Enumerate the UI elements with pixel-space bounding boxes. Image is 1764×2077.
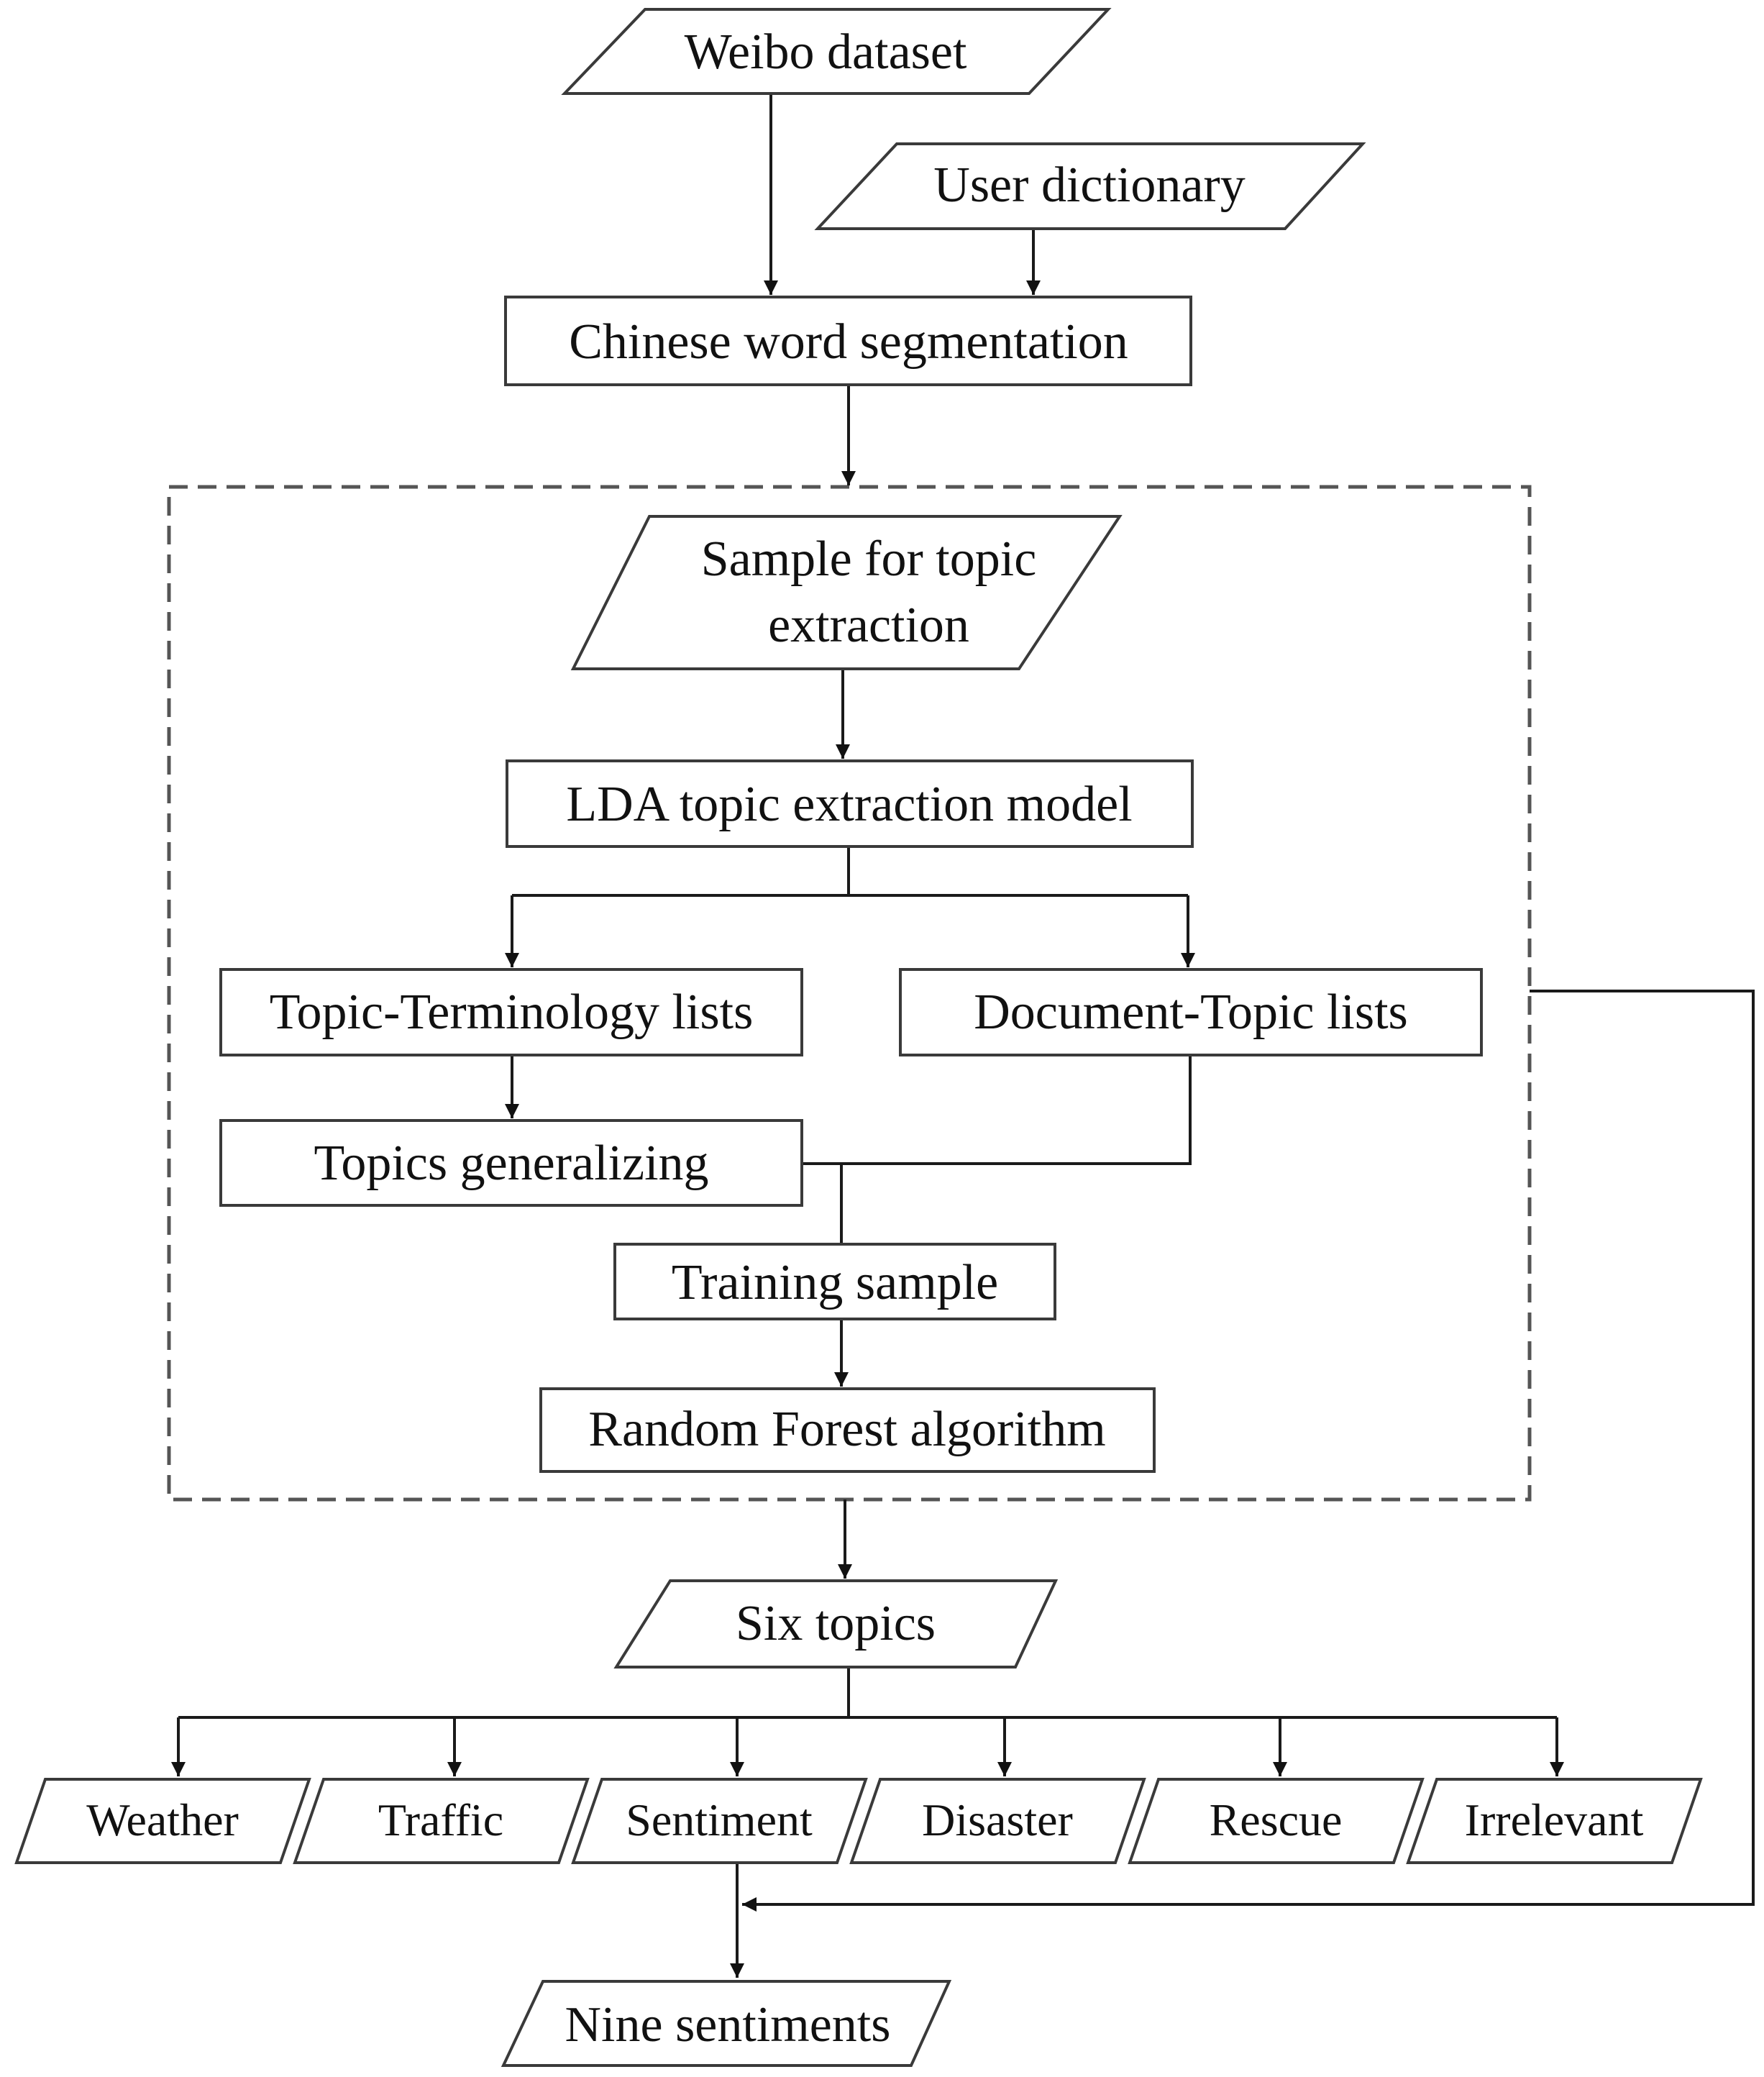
node-topic-terminology-lists: Topic-Terminology lists bbox=[219, 968, 803, 1056]
node-traffic: Traffic bbox=[293, 1778, 590, 1864]
six-topics-label: Six topics bbox=[736, 1596, 936, 1651]
node-training-sample: Training sample bbox=[613, 1243, 1056, 1320]
nine-sentiments-label: Nine sentiments bbox=[565, 1997, 891, 2053]
sample-label-line2: extraction bbox=[768, 598, 969, 653]
node-lda-topic-extraction-model: LDA topic extraction model bbox=[506, 759, 1194, 848]
node-six-topics: Six topics bbox=[613, 1579, 1059, 1669]
node-sentiment: Sentiment bbox=[571, 1778, 868, 1864]
random-forest-label: Random Forest algorithm bbox=[588, 1402, 1105, 1457]
chinese-word-segmentation-label: Chinese word segmentation bbox=[569, 314, 1128, 370]
node-rescue: Rescue bbox=[1128, 1778, 1425, 1864]
node-chinese-word-segmentation: Chinese word segmentation bbox=[504, 296, 1192, 386]
traffic-label: Traffic bbox=[378, 1794, 503, 1845]
weibo-dataset-label: Weibo dataset bbox=[685, 24, 967, 80]
node-random-forest-algorithm: Random Forest algorithm bbox=[539, 1387, 1156, 1473]
line-document-topic-to-merge bbox=[803, 1055, 1192, 1165]
node-sample-for-topic-extraction: Sample for topic extraction bbox=[570, 515, 1123, 670]
node-disaster: Disaster bbox=[849, 1778, 1146, 1864]
lda-model-label: LDA topic extraction model bbox=[566, 777, 1132, 832]
weather-label: Weather bbox=[86, 1794, 239, 1845]
node-nine-sentiments: Nine sentiments bbox=[501, 1980, 952, 2067]
irrelevant-label: Irrelevant bbox=[1465, 1794, 1644, 1845]
node-weather: Weather bbox=[14, 1778, 311, 1864]
rescue-label: Rescue bbox=[1210, 1794, 1343, 1845]
line-group-feedback bbox=[742, 990, 1755, 1912]
sentiment-label: Sentiment bbox=[626, 1794, 813, 1845]
training-sample-label: Training sample bbox=[672, 1255, 998, 1310]
node-irrelevant: Irrelevant bbox=[1406, 1778, 1703, 1864]
document-topic-label: Document-Topic lists bbox=[974, 985, 1408, 1040]
node-document-topic-lists: Document-Topic lists bbox=[899, 968, 1483, 1056]
user-dictionary-label: User dictionary bbox=[933, 158, 1245, 213]
topic-terminology-label: Topic-Terminology lists bbox=[270, 985, 754, 1040]
topics-generalizing-label: Topics generalizing bbox=[314, 1136, 708, 1191]
disaster-label: Disaster bbox=[922, 1794, 1073, 1845]
node-topics-generalizing: Topics generalizing bbox=[219, 1119, 803, 1207]
topic-model-group-box bbox=[167, 485, 1532, 1502]
sample-label-line1: Sample for topic bbox=[701, 531, 1037, 587]
node-user-dictionary: User dictionary bbox=[814, 142, 1366, 230]
node-weibo-dataset: Weibo dataset bbox=[561, 8, 1112, 95]
connectors bbox=[171, 93, 1755, 1978]
